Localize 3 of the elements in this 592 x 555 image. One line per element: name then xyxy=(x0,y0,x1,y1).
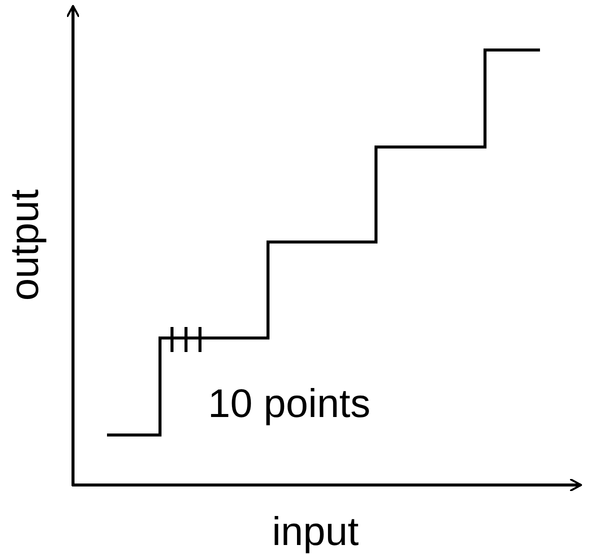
axis-label: output xyxy=(5,188,45,303)
annotation-text: 10 points xyxy=(208,384,370,424)
axis-label: input xyxy=(272,512,359,552)
